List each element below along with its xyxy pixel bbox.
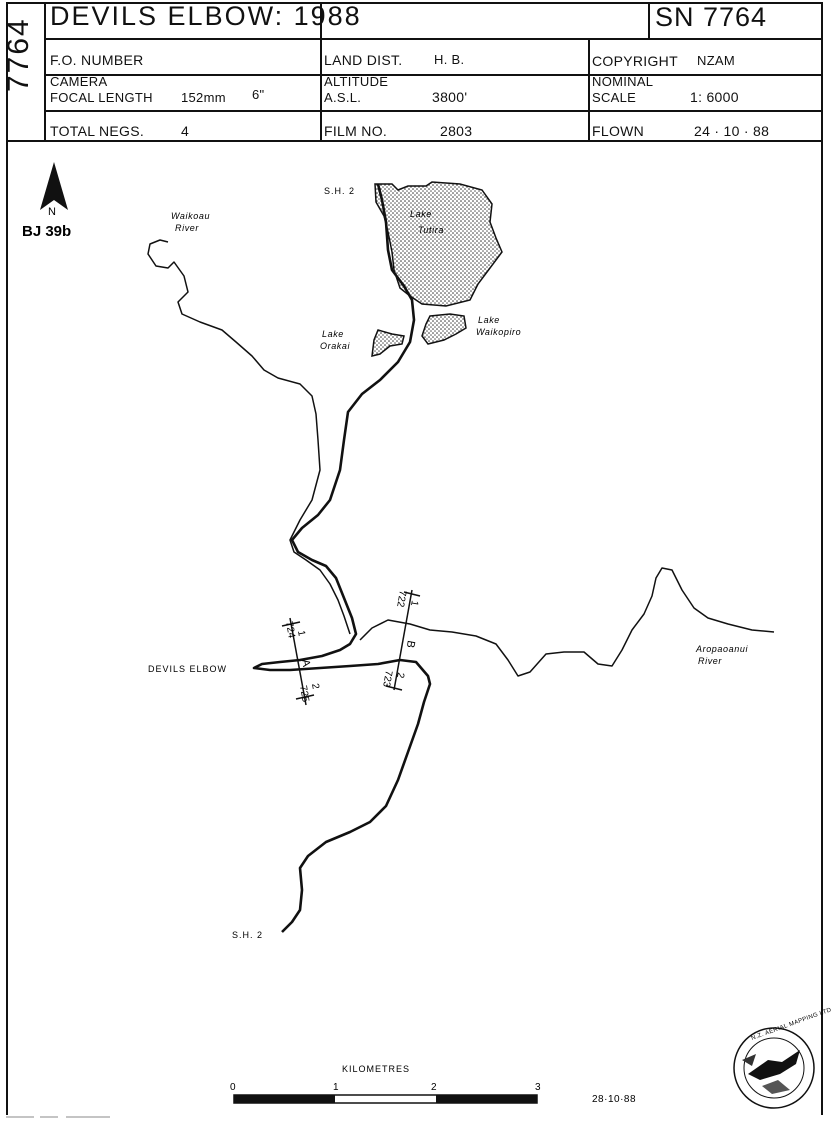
title-block xyxy=(6,2,823,142)
label-aropaoanui-line1: Aropaoanui xyxy=(695,644,748,654)
label-waikopiro-line2: Waikopiro xyxy=(476,327,521,337)
asl-label: A.S.L. xyxy=(324,90,362,105)
map-date: 28·10·88 xyxy=(592,1094,636,1105)
title-block-divider xyxy=(44,38,821,40)
title-block-divider xyxy=(44,110,821,112)
north-arrow-icon xyxy=(40,162,68,210)
label-aropaoanui-line2: River xyxy=(698,656,722,666)
film-no-value: 2803 xyxy=(440,123,473,139)
focal-length-in: 6" xyxy=(252,87,265,102)
grid-ref: BJ 39b xyxy=(22,223,71,240)
focal-length-mm: 152mm xyxy=(181,90,226,105)
label-devils-elbow: DEVILS ELBOW xyxy=(148,664,227,674)
nominal-label: NOMINAL xyxy=(592,74,654,89)
title-block-divider xyxy=(320,38,322,140)
title-block-divider xyxy=(44,4,46,140)
lake-waikopiro xyxy=(421,313,467,345)
flight-line-b-neg-start-frame: 722 xyxy=(394,589,408,608)
state-highway-2 xyxy=(252,183,432,933)
flight-line-a-neg-end: 2 xyxy=(309,683,321,691)
scale-value: 1: 6000 xyxy=(690,89,739,105)
label-waikoau-line1: Waikoau xyxy=(171,211,210,221)
flight-line-a-neg-start-frame: 724 xyxy=(283,621,297,640)
scale-tick-1: 1 xyxy=(333,1082,339,1093)
land-dist-label: LAND DIST. xyxy=(324,52,403,68)
flight-line-a-letter: A xyxy=(299,658,312,668)
altitude-label: ALTITUDE xyxy=(324,74,389,89)
scale-tick-3: 3 xyxy=(535,1082,541,1093)
scale-label: SCALE xyxy=(592,90,637,105)
flight-line-a-neg-end-frame: 725 xyxy=(297,685,311,704)
sn-number: SN 7764 xyxy=(655,2,768,32)
altitude-value: 3800' xyxy=(432,89,468,105)
north-letter: N xyxy=(48,206,56,218)
label-tutira-line1: Lake xyxy=(410,209,432,219)
label-orakai-line2: Orakai xyxy=(320,341,351,351)
copyright-value: NZAM xyxy=(697,53,736,68)
label-tutira-line2: Tutira xyxy=(418,225,444,235)
flight-line-b xyxy=(385,589,421,691)
land-dist-value: H. B. xyxy=(434,52,465,67)
waikoau-river xyxy=(147,239,351,635)
title-block-divider xyxy=(588,38,590,140)
scale-bar xyxy=(233,1094,538,1104)
flight-line-b-neg-start: 1 xyxy=(408,599,420,607)
flight-line-a xyxy=(281,617,315,706)
lake-tutira xyxy=(374,181,503,307)
total-negs-label: TOTAL NEGS. xyxy=(50,123,145,139)
page-title: DEVILS ELBOW: 1988 xyxy=(50,1,362,31)
flight-line-b-neg-end-frame: 723 xyxy=(380,669,394,688)
flown-value: 24 · 10 · 88 xyxy=(694,123,770,139)
flown-label: FLOWN xyxy=(592,123,645,139)
title-block-divider xyxy=(44,74,821,76)
focal-length-label: FOCAL LENGTH xyxy=(50,90,153,105)
aropaoanui-river xyxy=(359,567,775,677)
map-frame xyxy=(6,140,823,1115)
flight-line-b-neg-end: 2 xyxy=(394,671,406,679)
total-negs-value: 4 xyxy=(181,123,190,139)
scale-bar-title: KILOMETRES xyxy=(342,1064,410,1074)
label-orakai-line1: Lake xyxy=(322,329,344,339)
flight-line-a-neg-start: 1 xyxy=(295,630,307,638)
scale-tick-0: 0 xyxy=(230,1082,236,1093)
lake-orakai xyxy=(371,329,405,357)
fo-number-label: F.O. NUMBER xyxy=(50,52,144,68)
label-sh2-north: S.H. 2 xyxy=(324,186,355,196)
title-block-divider xyxy=(320,4,322,38)
flight-line-b-letter: B xyxy=(404,639,417,648)
label-waikopiro-line1: Lake xyxy=(478,315,500,325)
camera-label: CAMERA xyxy=(50,74,108,89)
nz-aerial-mapping-logo xyxy=(733,1027,815,1109)
label-waikoau-line2: River xyxy=(175,223,199,233)
film-no-label: FILM NO. xyxy=(324,123,388,139)
label-sh2-south: S.H. 2 xyxy=(232,930,263,940)
title-block-divider xyxy=(648,4,650,38)
scale-tick-2: 2 xyxy=(431,1082,437,1093)
copyright-label: COPYRIGHT xyxy=(592,53,678,69)
